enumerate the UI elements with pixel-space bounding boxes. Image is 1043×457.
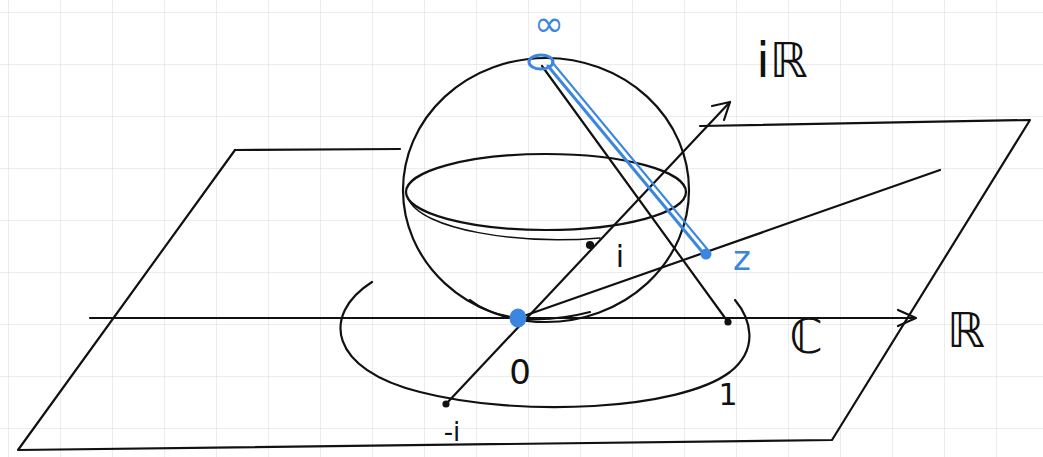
sphere [403, 58, 689, 322]
point [444, 402, 449, 407]
point-label: 0 [509, 355, 531, 389]
point [726, 320, 731, 325]
point-label: 1 [718, 380, 737, 410]
unit-circle [341, 282, 750, 407]
origin-point [511, 310, 525, 326]
arrow-head [898, 310, 916, 326]
axis-label: ℝ [947, 306, 985, 354]
equator [406, 154, 686, 230]
point-label: -i [444, 419, 461, 445]
sphere-bottom [470, 300, 590, 319]
point-label: i [616, 242, 624, 272]
projection-line-blue [552, 62, 708, 250]
imaginary-axis [446, 102, 730, 404]
axis-label: iℝ [756, 36, 807, 84]
arrow-head [712, 102, 730, 120]
plane-edge [18, 120, 1030, 450]
plane-label: ℂ [789, 312, 823, 360]
point-label: z [733, 241, 751, 275]
point-z [702, 250, 710, 258]
plane-edge [235, 149, 400, 150]
projection-line-blue [548, 66, 704, 254]
plane-line [518, 170, 940, 318]
infinity-label: ∞ [534, 6, 564, 42]
point [587, 242, 593, 248]
equator-shade [408, 198, 600, 240]
projection-line [542, 66, 728, 322]
